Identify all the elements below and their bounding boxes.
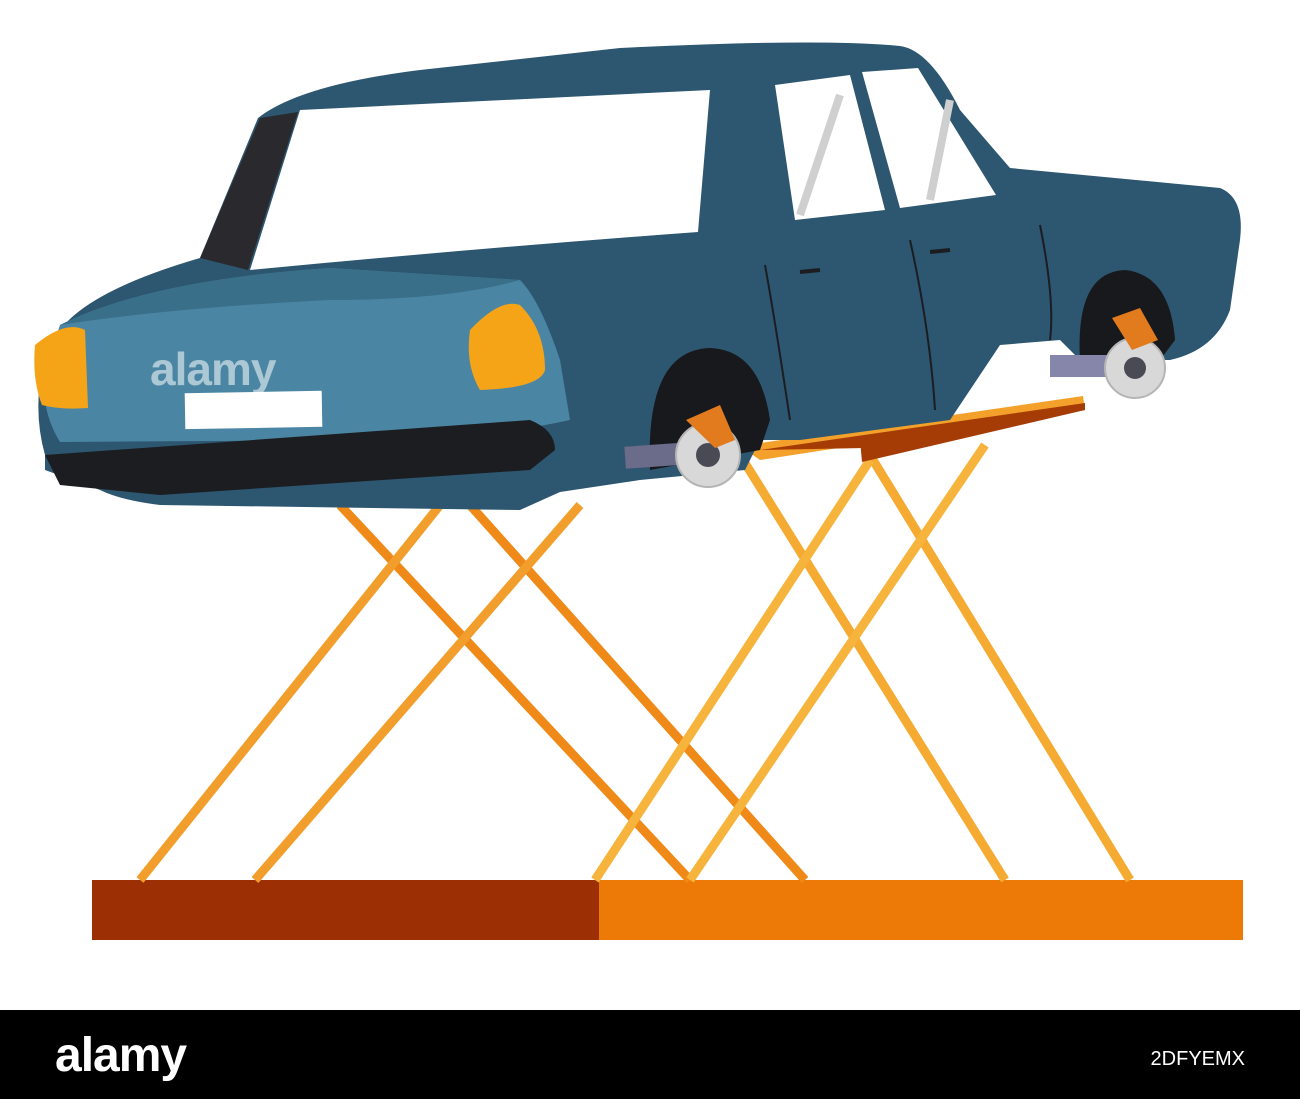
car-illustration [34, 42, 1241, 510]
brake-disc-icon [1050, 308, 1166, 399]
footer-bar: alamy 2DFYEMX [0, 1010, 1300, 1099]
lift-base [92, 880, 1243, 940]
footer-logo[interactable]: alamy [55, 1029, 187, 1082]
brake-disc-icon [624, 405, 741, 488]
scissor-lift-left [136, 501, 809, 884]
scissor-lift-right [591, 442, 1134, 883]
illustration-canvas: alamy [34, 42, 1243, 940]
watermark-text: alamy [150, 343, 276, 395]
lift-platform [740, 396, 1085, 462]
image-id-label: 2DFYEMX [1150, 1048, 1245, 1070]
